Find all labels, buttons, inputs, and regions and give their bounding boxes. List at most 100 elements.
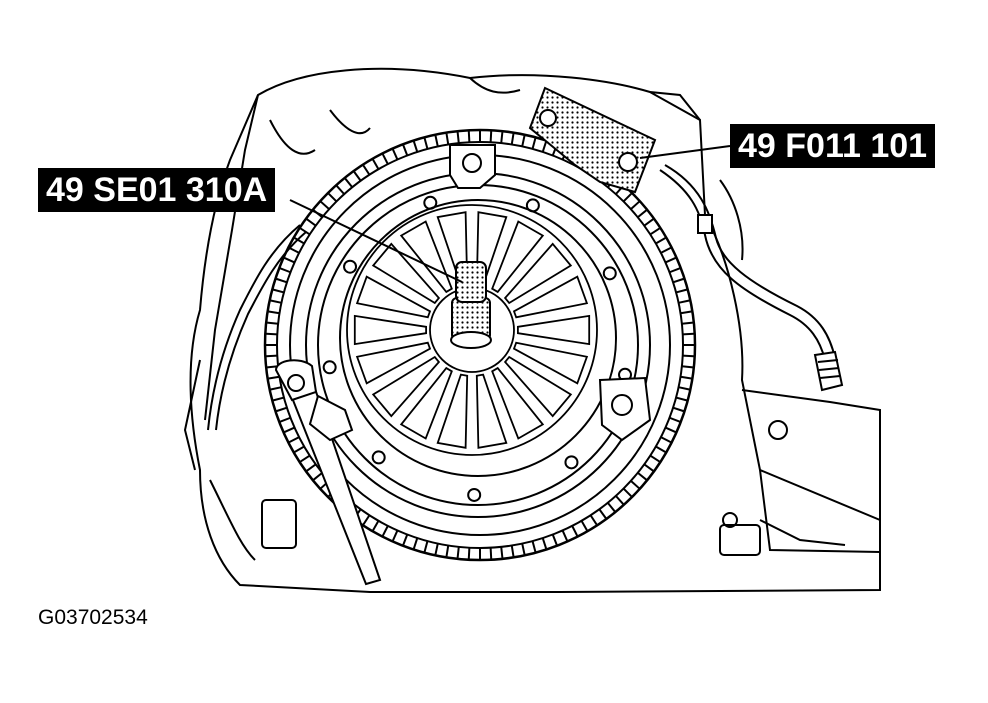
- ring-gear-tooth: [266, 332, 278, 336]
- cover-bolt: [371, 450, 386, 465]
- spring-finger: [491, 366, 545, 440]
- ring-gear-tooth: [489, 131, 493, 143]
- ring-gear-tooth: [561, 530, 568, 541]
- cover-bolt: [602, 266, 617, 281]
- cover-bolt: [322, 360, 337, 375]
- flywheel-stopper-tool: [528, 86, 657, 194]
- spring-finger: [355, 341, 432, 385]
- ring-gear-tooth: [655, 445, 666, 453]
- ring-gear-tooth: [672, 406, 684, 413]
- ring-gear-tooth: [606, 502, 616, 512]
- ring-gear-tooth: [288, 436, 300, 444]
- ring-gear-tooth: [270, 386, 282, 391]
- ring-gear-tooth: [306, 463, 317, 472]
- ring-gear-tooth: [541, 537, 548, 549]
- ring-gear-tooth: [362, 514, 371, 526]
- ring-gear-tooth: [456, 546, 460, 558]
- ring-gear-tooth: [392, 149, 399, 160]
- ring-gear-tooth: [655, 237, 666, 245]
- ring-gear-tooth: [268, 310, 280, 315]
- ring-gear-tooth: [372, 159, 380, 170]
- ring-gear-tooth: [320, 201, 330, 210]
- cover-bolt: [564, 455, 579, 470]
- spring-finger: [491, 220, 545, 294]
- ring-gear-tooth: [276, 277, 288, 284]
- ring-gear-tooth: [682, 332, 694, 336]
- ring-gear-tooth: [445, 133, 450, 145]
- tool-label-49-se01-310a: 49 SE01 310A: [38, 168, 276, 212]
- figure-id: G03702534: [38, 606, 148, 629]
- tool-label-49-f011-101: 49 F011 101: [730, 124, 936, 168]
- ring-gear-tooth: [423, 540, 429, 552]
- ring-gear-tooth: [681, 365, 693, 369]
- ring-gear-tooth: [510, 133, 515, 145]
- ring-gear-tooth: [637, 471, 647, 481]
- ring-gear-tooth: [678, 299, 690, 304]
- breaker-bar: [274, 359, 382, 586]
- mounting-brackets: [449, 144, 652, 442]
- ring-gear-tooth: [660, 436, 672, 444]
- ring-gear-tooth: [672, 277, 684, 284]
- ring-gear-tooth: [412, 537, 419, 549]
- spring-finger: [399, 366, 453, 440]
- ring-gear-tooth: [294, 237, 305, 245]
- ring-gear-tooth: [284, 426, 295, 433]
- ring-gear-tooth: [306, 218, 317, 227]
- ring-gear-tooth: [412, 141, 419, 153]
- spring-finger: [517, 314, 591, 346]
- ring-gear-tooth: [682, 354, 694, 358]
- cover-bolt: [467, 487, 482, 502]
- ring-gear-tooth: [381, 525, 389, 537]
- ring-gear-tooth: [637, 209, 647, 219]
- ring-gear-tooth: [267, 321, 279, 325]
- ring-gear-tooth: [669, 267, 681, 274]
- spring-finger: [353, 314, 427, 346]
- ring-gear-tooth: [456, 132, 460, 144]
- ring-gear-tooth: [622, 192, 633, 203]
- leader-lines: [289, 145, 731, 283]
- ring-gear-tooth: [589, 514, 598, 526]
- ring-gear-tooth: [372, 520, 380, 531]
- cover-bolt: [343, 259, 358, 274]
- ring-gear-tooth: [467, 131, 471, 143]
- ring-gear-tooth: [273, 396, 285, 402]
- ring-gear-tooth: [445, 545, 450, 557]
- ring-gear-tooth: [680, 310, 692, 315]
- spring-finger: [399, 220, 453, 294]
- ring-gear-tooth: [381, 153, 389, 165]
- ring-gear-tooth: [284, 257, 295, 264]
- ring-gear-tooth: [669, 416, 681, 423]
- spring-finger: [371, 242, 441, 305]
- ring-gear-tooth: [541, 141, 548, 153]
- ring-gear-tooth: [643, 463, 654, 472]
- left-cable: [207, 224, 307, 431]
- ring-gear-tooth: [327, 192, 338, 203]
- ring-gear-tooth: [353, 171, 362, 182]
- cover-bolt: [525, 198, 540, 213]
- ring-gear-tooth: [288, 246, 300, 254]
- ring-gear-tooth: [268, 375, 280, 380]
- ring-gear-tooth: [279, 416, 291, 423]
- ring-gear-tooth: [630, 480, 640, 489]
- ring-gear-tooth: [598, 508, 607, 519]
- ring-gear-tooth: [510, 545, 515, 557]
- ring-gear-tooth: [434, 135, 439, 147]
- ring-gear-tooth: [313, 471, 323, 481]
- ring-gear-tooth: [531, 540, 537, 552]
- ring-gear-tooth: [270, 299, 282, 304]
- ring-gear-tooth: [643, 218, 654, 227]
- ring-gear-tooth: [615, 495, 624, 505]
- ring-gear-tooth: [630, 201, 640, 210]
- ring-gear-tooth: [392, 530, 399, 541]
- ring-gear-tooth: [294, 445, 305, 453]
- spring-finger: [503, 242, 573, 305]
- ring-gear-tooth: [675, 396, 687, 402]
- ring-gear-tooth: [402, 144, 409, 156]
- ring-gear-tooth: [660, 246, 672, 254]
- spring-finger: [475, 373, 508, 449]
- ring-gear-tooth: [467, 547, 471, 559]
- spring-finger: [436, 373, 469, 449]
- ring-gear-tooth: [299, 454, 311, 463]
- ring-gear-tooth: [678, 386, 690, 391]
